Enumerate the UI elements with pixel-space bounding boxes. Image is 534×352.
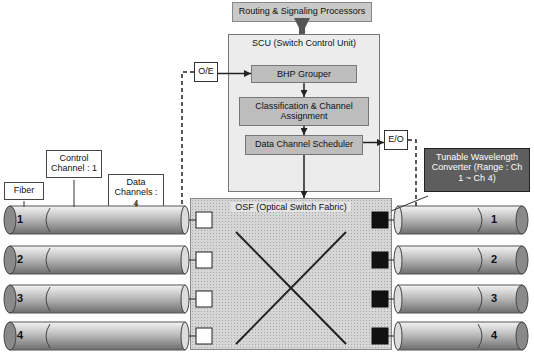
- port-wire: [189, 299, 196, 300]
- wavelength-converter: [372, 291, 388, 307]
- port-wire: [189, 220, 196, 221]
- leader-line: [391, 196, 428, 211]
- port-wire: [189, 260, 196, 261]
- fiber-end: [181, 322, 189, 350]
- callout-box: Control Channel : 1: [46, 150, 102, 178]
- fiber-cap: [478, 324, 482, 348]
- fiber-cylinder: [10, 206, 185, 234]
- fiber-cylinder: [398, 206, 522, 234]
- fiber-cap: [478, 287, 482, 311]
- fiber-end: [4, 285, 16, 313]
- fiber-end: [516, 246, 528, 274]
- node-text: Classification & Channel Assignment: [244, 101, 364, 122]
- fiber-end: [394, 322, 402, 350]
- process-box: BHP Grouper: [251, 65, 357, 83]
- fiber-cylinder: [10, 285, 185, 313]
- switch-fabric: OSF (Optical Switch Fabric): [190, 198, 392, 350]
- fiber-number: 3: [12, 292, 28, 304]
- fiber-cap: [478, 208, 482, 232]
- fiber-number: 3: [486, 292, 502, 304]
- control-channel-line: [408, 140, 416, 206]
- control-channel-line: [182, 72, 194, 207]
- fiber-end: [181, 206, 189, 234]
- process-box: Classification & Channel Assignment: [239, 97, 369, 126]
- node-text: Control Channel : 1: [50, 153, 98, 174]
- fiber-number: 2: [12, 253, 28, 265]
- flow-arrow: [363, 142, 384, 144]
- input-port: [196, 291, 212, 307]
- fiber-end: [516, 322, 528, 350]
- flow-arrow: [303, 83, 305, 97]
- input-port: [196, 212, 212, 228]
- node-text: Data Channels : 4: [112, 177, 160, 208]
- port-wire: [189, 336, 196, 337]
- node-text: O/E: [196, 66, 216, 76]
- converter-box: E/O: [384, 130, 408, 150]
- fiber-cap: [46, 208, 50, 232]
- wavelength-converter: [372, 212, 388, 228]
- fiber-cap: [478, 248, 482, 272]
- node-text: OSF (Optical Switch Fabric): [231, 202, 351, 212]
- callout-box: Data Channels : 4: [108, 174, 164, 211]
- fiber-cap: [46, 324, 50, 348]
- fiber-cylinder: [398, 322, 522, 350]
- fiber-number: 4: [12, 329, 28, 341]
- fiber-cylinder: [10, 246, 185, 274]
- fiber-end: [394, 206, 402, 234]
- fiber-end: [4, 322, 16, 350]
- flow-arrow: [303, 155, 305, 198]
- callout-box: Tunable Wavelength Converter (Range : Ch…: [424, 148, 530, 192]
- fiber-cap: [46, 287, 50, 311]
- switch-cross: [236, 232, 346, 344]
- node-text: Tunable Wavelength Converter (Range : Ch…: [429, 152, 525, 183]
- converter-box: O/E: [194, 62, 218, 82]
- fiber-end: [4, 206, 16, 234]
- fiber-number: 1: [12, 213, 28, 225]
- fiber-end: [181, 246, 189, 274]
- fiber-cylinder: [10, 322, 185, 350]
- process-box: Data Channel Scheduler: [245, 135, 363, 155]
- processor-box: Routing & Signaling Processors: [232, 2, 372, 22]
- fiber-end: [181, 285, 189, 313]
- fiber-cylinder: [398, 246, 522, 274]
- fiber-cap: [46, 248, 50, 272]
- leader-line: [74, 180, 75, 207]
- fiber-end: [516, 285, 528, 313]
- fiber-end: [4, 246, 16, 274]
- fiber-end: [394, 246, 402, 274]
- fiber-number: 2: [486, 253, 502, 265]
- flow-arrow: [303, 126, 305, 135]
- node-text: Fiber: [8, 185, 40, 195]
- fiber-end: [516, 206, 528, 234]
- fiber-cylinder: [398, 285, 522, 313]
- input-port: [196, 252, 212, 268]
- fiber-number: 1: [486, 213, 502, 225]
- flow-arrow: [218, 73, 251, 75]
- wavelength-converter: [372, 328, 388, 344]
- leader-line: [24, 201, 25, 207]
- input-port: [196, 328, 212, 344]
- block-arrow: [299, 22, 305, 34]
- node-text: Data Channel Scheduler: [250, 139, 358, 149]
- fiber-number: 4: [486, 329, 502, 341]
- fiber-end: [394, 285, 402, 313]
- leader-line: [136, 202, 137, 207]
- node-text: Routing & Signaling Processors: [237, 6, 367, 16]
- callout-box: Fiber: [4, 182, 44, 200]
- node-text: SCU (Switch Control Unit): [232, 38, 376, 48]
- node-text: BHP Grouper: [256, 69, 352, 79]
- wavelength-converter: [372, 252, 388, 268]
- node-text: E/O: [386, 134, 406, 144]
